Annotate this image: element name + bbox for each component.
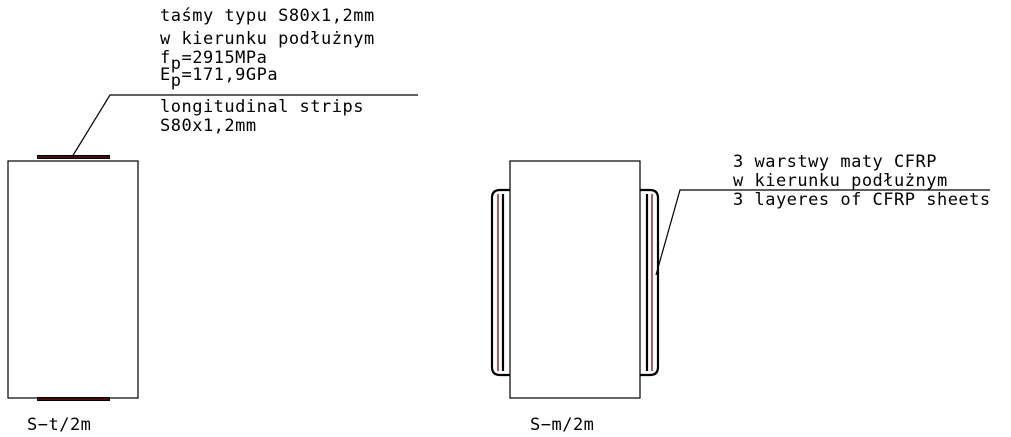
fp-subscript: p bbox=[171, 54, 182, 74]
ep-property: Ep=171,9GPa bbox=[160, 65, 278, 91]
fp-property: fp=2915MPa bbox=[160, 48, 267, 74]
leader-line-right bbox=[655, 189, 990, 276]
note-left-line-2: w kierunku podłużnym bbox=[160, 29, 375, 49]
ep-symbol: E bbox=[160, 65, 171, 85]
fp-value: =2915MPa bbox=[182, 48, 268, 68]
specimen-left: taśmy typu S80x1,2mm w kierunku podłużny… bbox=[7, 6, 418, 435]
note-left-line-1: taśmy typu S80x1,2mm bbox=[160, 6, 375, 26]
note-left-line-3: longitudinal strips bbox=[160, 97, 364, 117]
note-right-line-3: 3 layeres of CFRP sheets bbox=[733, 190, 991, 210]
specimen-right-label: S−m/2m bbox=[530, 415, 594, 435]
ep-value: =171,9GPa bbox=[182, 65, 279, 85]
left-sheet-wrap bbox=[490, 188, 510, 377]
note-left-line-4: S80x1,2mm bbox=[160, 116, 257, 136]
note-right-line-1: 3 warstwy maty CFRP bbox=[733, 152, 937, 172]
column-section-left bbox=[7, 160, 139, 399]
column-section-right bbox=[509, 160, 641, 399]
leader-line-left bbox=[71, 94, 418, 158]
specimen-left-label: S−t/2m bbox=[27, 415, 91, 435]
fp-symbol: f bbox=[160, 48, 171, 68]
right-sheet-wrap bbox=[640, 188, 660, 377]
note-right-line-2: w kierunku podłużnym bbox=[733, 171, 948, 191]
ep-subscript: p bbox=[171, 71, 182, 91]
specimen-right: 3 warstwy maty CFRP w kierunku podłużnym… bbox=[490, 152, 991, 435]
